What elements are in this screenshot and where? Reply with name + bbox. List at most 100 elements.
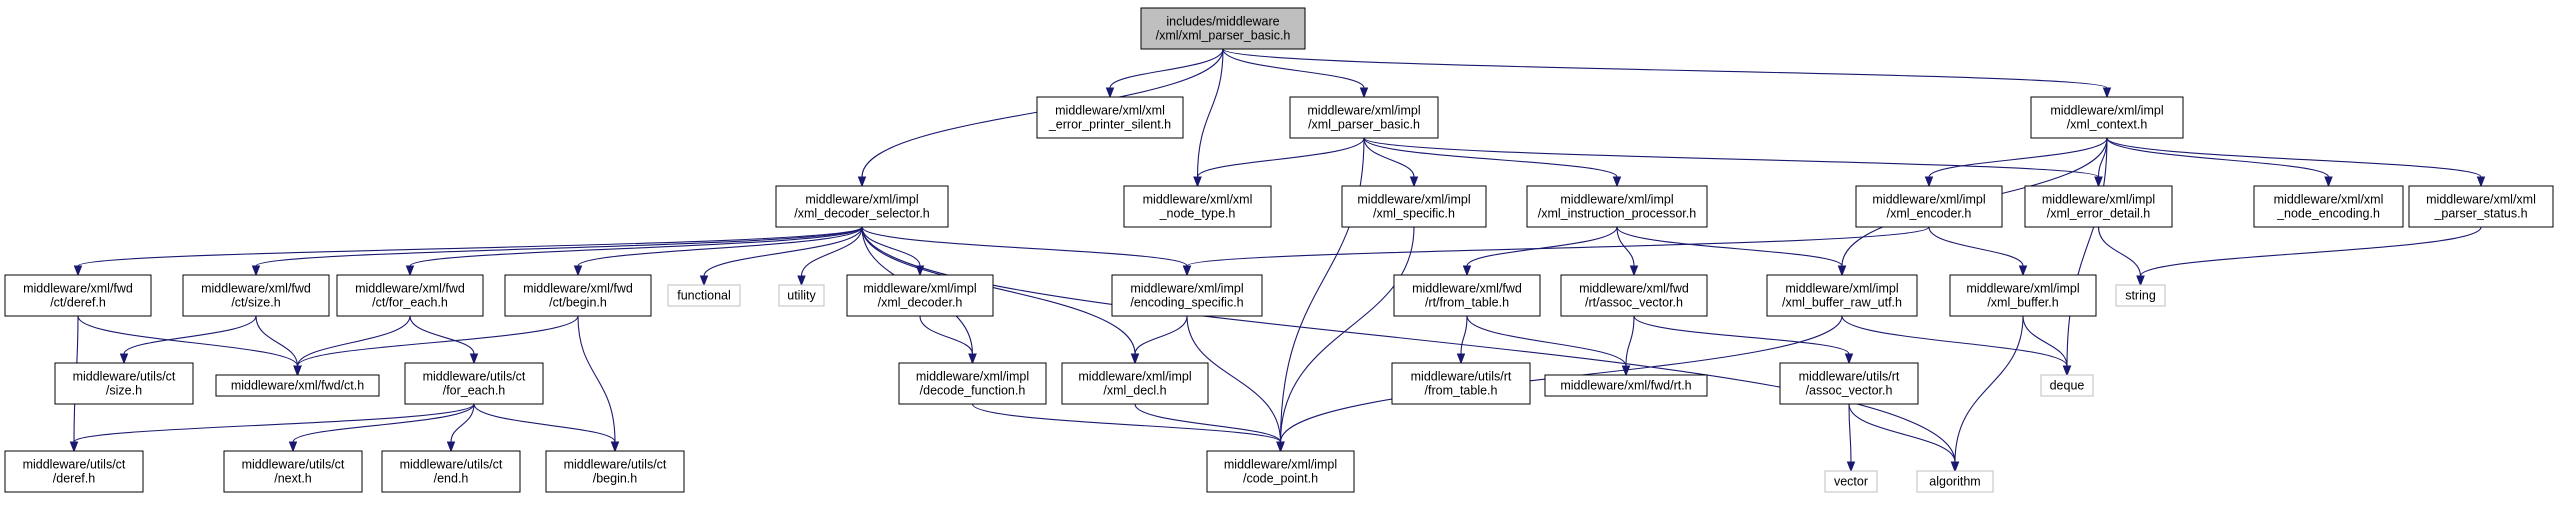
edge-impl_parser_basic-to-xml_specific — [1363, 137, 1415, 178]
node-label-parser-status-0: middleware/xml/xml — [2426, 193, 2536, 207]
arrowhead-utils_ct_for_each-to-utils_ct_deref — [69, 441, 79, 453]
arrowhead-parser_status-to-string — [2136, 275, 2145, 287]
node-box-xml-encoder — [1855, 185, 2003, 228]
edge-xml_buffer-to-algorithm — [1954, 315, 2024, 463]
edges-layer — [69, 48, 2486, 473]
node-box-utility — [778, 284, 825, 307]
edge-instruction_processor-to-fwd_from_table — [1466, 226, 1618, 267]
node-utils-ct-deref[interactable]: middleware/utils/ct/deref.h — [4, 450, 144, 493]
arrowhead-fwd_size-to-utils_ct_size — [119, 353, 129, 365]
node-node-encoding[interactable]: middleware/xml/xml_node_encoding.h — [2253, 185, 2404, 228]
node-root[interactable]: includes/middleware/xml/xml_parser_basic… — [1140, 7, 1306, 50]
node-xml-decoder[interactable]: middleware/xml/impl/xml_decoder.h — [846, 274, 994, 317]
edge-encoding_specific-to-xml_decl — [1134, 315, 1188, 355]
arrowhead-root-to-impl_parser_basic — [1359, 87, 1369, 99]
edge-error_detail-to-string — [2097, 226, 2142, 277]
edge-impl_parser_basic-to-node_type — [1196, 137, 1365, 178]
node-label-buffer-raw-utf-0: middleware/xml/impl — [1785, 282, 1898, 296]
node-impl-context[interactable]: middleware/xml/impl/xml_context.h — [2030, 96, 2184, 139]
edge-decoder_selector-to-encoding_specific — [861, 226, 1188, 267]
node-fwd-from-table[interactable]: middleware/xml/fwd/rt/from_table.h — [1393, 274, 1541, 317]
node-utils-ct-for-each[interactable]: middleware/utils/ct/for_each.h — [404, 362, 544, 405]
node-label-utils-ct-size-1: /size.h — [106, 384, 142, 398]
arrowhead-impl_parser_basic-to-node_type — [1193, 176, 1202, 188]
node-fwd-for-each[interactable]: middleware/xml/fwd/ct/for_each.h — [336, 274, 484, 317]
node-label-fwd-for-each-0: middleware/xml/fwd — [355, 282, 465, 296]
node-label-root-0: includes/middleware — [1166, 15, 1279, 29]
node-fwd-deref[interactable]: middleware/xml/fwd/ct/deref.h — [4, 274, 152, 317]
node-fwd-rt[interactable]: middleware/xml/fwd/rt.h — [1544, 374, 1708, 397]
node-box-utils-ct-deref — [4, 450, 144, 493]
node-box-decoder-selector — [775, 185, 949, 228]
node-label-utils-ct-end-0: middleware/utils/ct — [400, 458, 503, 472]
node-utils-ct-begin[interactable]: middleware/utils/ct/begin.h — [545, 450, 685, 493]
edge-decoder_selector-to-fwd_begin — [577, 226, 863, 267]
node-label-node-encoding-1: _node_encoding.h — [2276, 207, 2380, 221]
node-label-utils-ct-begin-1: /begin.h — [593, 472, 638, 486]
node-label-decode-function-0: middleware/xml/impl — [916, 370, 1029, 384]
node-utils-ct-end[interactable]: middleware/utils/ct/end.h — [381, 450, 521, 493]
node-label-node-encoding-0: middleware/xml/xml — [2274, 193, 2384, 207]
node-string: string — [2115, 284, 2166, 307]
node-label-xml-encoder-0: middleware/xml/impl — [1872, 193, 1985, 207]
arrowhead-instruction_processor-to-fwd_from_table — [1462, 265, 1472, 277]
arrowhead-instruction_processor-to-fwd_assoc_vector — [1629, 265, 1639, 277]
arrowhead-decoder_selector-to-utility — [797, 275, 806, 287]
node-encoding-specific[interactable]: middleware/xml/impl/encoding_specific.h — [1111, 274, 1263, 317]
node-fwd-size[interactable]: middleware/xml/fwd/ct/size.h — [182, 274, 330, 317]
node-label-functional-0: functional — [677, 289, 731, 303]
arrowhead-root-to-error_printer_silent — [1105, 87, 1115, 99]
node-box-utils-ct-next — [223, 450, 363, 493]
arrowhead-decoder_selector-to-fwd_deref — [73, 265, 83, 277]
node-box-utils-rt-assoc-vector — [1779, 362, 1919, 405]
node-utils-ct-next[interactable]: middleware/utils/ct/next.h — [223, 450, 363, 493]
node-label-utils-ct-next-1: /next.h — [274, 472, 312, 486]
node-utils-rt-from-table[interactable]: middleware/utils/rt/from_table.h — [1391, 362, 1531, 405]
node-label-impl-parser-basic-1: /xml_parser_basic.h — [1308, 118, 1420, 132]
node-label-utils-rt-assoc-vector-1: /assoc_vector.h — [1806, 384, 1893, 398]
edge-fwd_begin-to-utils_ct_begin — [577, 315, 616, 443]
node-impl-parser-basic[interactable]: middleware/xml/impl/xml_parser_basic.h — [1289, 96, 1439, 139]
node-label-fwd-begin-1: /ct/begin.h — [549, 296, 607, 310]
node-box-fwd-size — [182, 274, 330, 317]
node-code-point[interactable]: middleware/xml/impl/code_point.h — [1206, 450, 1355, 493]
arrowhead-utils_ct_for_each-to-utils_ct_next — [288, 441, 298, 453]
node-fwd-assoc-vector[interactable]: middleware/xml/fwd/rt/assoc_vector.h — [1560, 274, 1708, 317]
node-utils-rt-assoc-vector[interactable]: middleware/utils/rt/assoc_vector.h — [1779, 362, 1919, 405]
node-error-detail[interactable]: middleware/xml/impl/xml_error_detail.h — [2024, 185, 2173, 228]
edge-impl_context-to-node_encoding — [2106, 137, 2330, 178]
edge-xml_decl-to-code_point — [1134, 403, 1282, 443]
node-label-error-printer-silent-0: middleware/xml/xml — [1055, 104, 1165, 118]
node-box-deque — [2040, 374, 2094, 397]
edge-buffer_raw_utf-to-deque — [1841, 315, 2068, 367]
node-label-impl-context-1: /xml_context.h — [2067, 118, 2148, 132]
node-box-utils-ct-size — [54, 362, 194, 405]
edge-fwd_for_each-to-utils_ct_for_each — [409, 315, 475, 355]
node-node-type[interactable]: middleware/xml/xml_node_type.h — [1123, 185, 1272, 228]
node-box-fwd-from-table — [1393, 274, 1541, 317]
edge-utils_rt_assoc_vector-to-vector — [1848, 403, 1852, 463]
node-decoder-selector[interactable]: middleware/xml/impl/xml_decoder_selector… — [775, 185, 949, 228]
node-fwd-ct[interactable]: middleware/xml/fwd/ct.h — [215, 374, 380, 397]
arrowhead-utils_ct_for_each-to-utils_ct_begin — [610, 441, 620, 453]
arrowhead-decoder_selector-to-functional — [699, 275, 709, 287]
node-buffer-raw-utf[interactable]: middleware/xml/impl/xml_buffer_raw_utf.h — [1766, 274, 1918, 317]
node-error-printer-silent[interactable]: middleware/xml/xml_error_printer_silent.… — [1036, 96, 1184, 139]
node-decode-function[interactable]: middleware/xml/impl/decode_function.h — [898, 362, 1047, 405]
node-instruction-processor[interactable]: middleware/xml/impl/xml_instruction_proc… — [1526, 185, 1708, 228]
node-xml-decl[interactable]: middleware/xml/impl/xml_decl.h — [1061, 362, 1209, 405]
node-box-xml-decl — [1061, 362, 1209, 405]
edge-impl_context-to-parser_status — [2106, 137, 2482, 178]
node-box-utils-ct-end — [381, 450, 521, 493]
node-box-xml-buffer — [1949, 274, 2097, 317]
node-xml-buffer[interactable]: middleware/xml/impl/xml_buffer.h — [1949, 274, 2097, 317]
node-fwd-begin[interactable]: middleware/xml/fwd/ct/begin.h — [504, 274, 652, 317]
arrowhead-impl_context-to-xml_encoder — [1924, 176, 1934, 188]
node-utils-ct-size[interactable]: middleware/utils/ct/size.h — [54, 362, 194, 405]
node-xml-specific[interactable]: middleware/xml/impl/xml_specific.h — [1341, 185, 1487, 228]
node-xml-encoder[interactable]: middleware/xml/impl/xml_encoder.h — [1855, 185, 2003, 228]
node-parser-status[interactable]: middleware/xml/xml_parser_status.h — [2408, 185, 2554, 228]
node-box-root — [1140, 7, 1306, 50]
node-utility: utility — [778, 284, 825, 307]
edge-xml_decoder-to-decode_function — [919, 315, 974, 355]
